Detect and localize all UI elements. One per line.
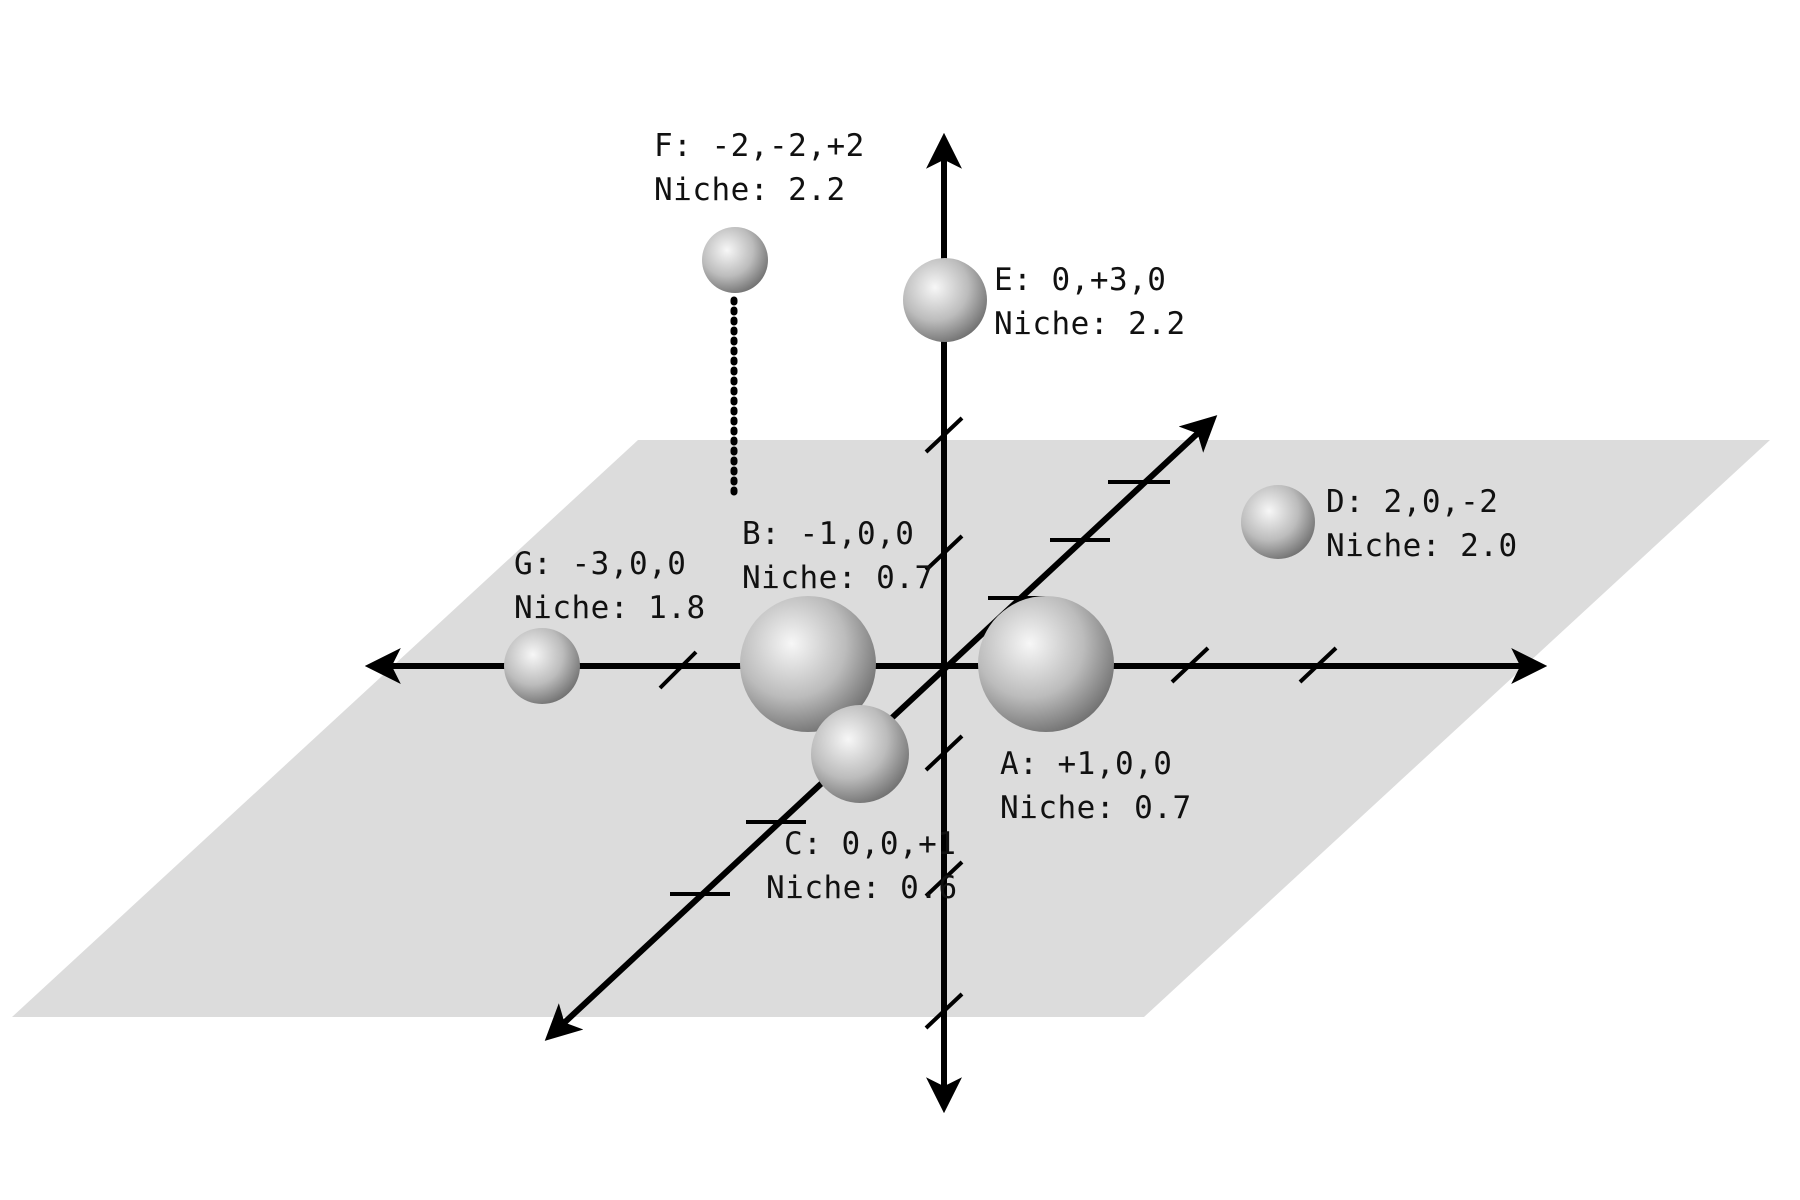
sphere-c xyxy=(811,705,909,803)
label-f-niche: Niche: 2.2 xyxy=(654,172,846,208)
label-e-coord: E: 0,+3,0 xyxy=(994,262,1166,298)
sphere-f xyxy=(702,227,768,293)
label-f-coord: F: -2,-2,+2 xyxy=(654,128,865,164)
label-a-niche: Niche: 0.7 xyxy=(1000,790,1192,826)
y-tick xyxy=(924,416,964,454)
tick-marks xyxy=(658,416,1338,1030)
y-tick xyxy=(924,992,964,1030)
sphere-b xyxy=(740,596,876,732)
label-d-coord: D: 2,0,-2 xyxy=(1326,484,1498,520)
label-c-niche: Niche: 0.6 xyxy=(766,870,958,906)
y-tick xyxy=(924,734,964,772)
sphere-g xyxy=(504,628,580,704)
sphere-a xyxy=(978,596,1114,732)
label-b-niche: Niche: 0.7 xyxy=(742,560,934,596)
x-tick xyxy=(658,650,698,690)
y-tick xyxy=(924,860,964,898)
label-g-coord: G: -3,0,0 xyxy=(514,546,686,582)
sphere-e xyxy=(903,258,987,342)
sphere-d xyxy=(1241,485,1315,559)
label-d-niche: Niche: 2.0 xyxy=(1326,528,1518,564)
spheres xyxy=(504,227,1315,803)
label-e-niche: Niche: 2.2 xyxy=(994,306,1186,342)
x-tick xyxy=(1170,646,1210,684)
y-tick xyxy=(924,534,964,572)
label-c-coord: C: 0,0,+1 xyxy=(784,826,956,862)
x-tick xyxy=(1298,646,1338,684)
label-g-niche: Niche: 1.8 xyxy=(514,590,706,626)
label-b-coord: B: -1,0,0 xyxy=(742,516,914,552)
point-labels: F: -2,-2,+2 Niche: 2.2 E: 0,+3,0 Niche: … xyxy=(514,128,1518,906)
label-a-coord: A: +1,0,0 xyxy=(1000,746,1172,782)
